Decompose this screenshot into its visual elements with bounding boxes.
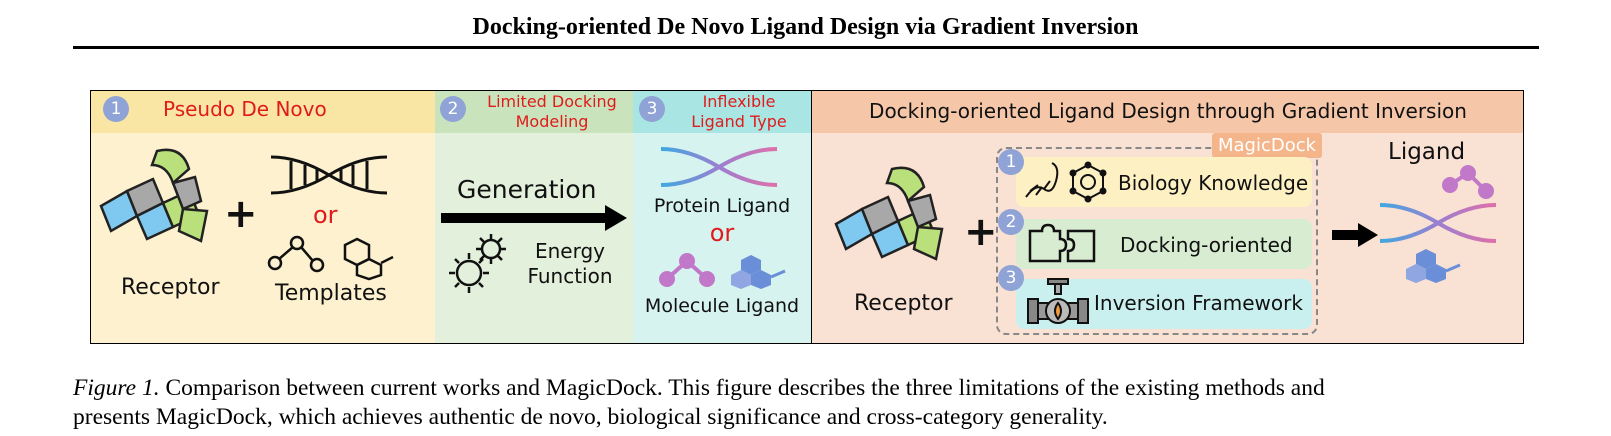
panel1-receptor-label: Receptor: [121, 275, 220, 300]
panel-limited-docking: 2 Limited Docking Modeling Generation En…: [435, 91, 633, 343]
ligand-hexagon-icon: [1406, 249, 1461, 283]
receptor-helix-icon: [99, 148, 209, 243]
panel2-title-line2: Modeling: [515, 112, 589, 131]
generation-arrow: [441, 205, 627, 231]
puzzle-docking-icon: [1028, 223, 1096, 263]
magicdock-container: [996, 147, 1318, 335]
panel2-number-badge: 2: [440, 96, 466, 122]
module-biology-knowledge: [1016, 157, 1312, 207]
panel4-title: Docking-oriented Ligand Design through G…: [869, 99, 1467, 123]
panel1-title: Pseudo De Novo: [163, 97, 327, 121]
valve-icon: [1027, 278, 1089, 324]
panel4-header: Docking-oriented Ligand Design through G…: [812, 91, 1523, 133]
panel3-or-label: or: [709, 219, 735, 247]
panel-magicdock: Docking-oriented Ligand Design through G…: [811, 91, 1523, 343]
plus-sign: +: [224, 191, 258, 237]
panel4-receptor-label: Receptor: [854, 291, 953, 316]
figure-1: 1 Pseudo De Novo +: [90, 90, 1524, 344]
panel3-title: Inflexible Ligand Type: [669, 92, 809, 132]
ligand-label: Ligand: [1388, 139, 1466, 165]
panel4-receptor-helix-icon: [834, 166, 944, 261]
ligand-dna-icon: [1379, 203, 1497, 243]
panel3-title-line2: Ligand Type: [691, 112, 787, 131]
panel3-title-line1: Inflexible: [702, 92, 776, 111]
panel-pseudo-de-novo: 1 Pseudo De Novo +: [91, 91, 435, 343]
panel1-header: 1 Pseudo De Novo: [91, 91, 435, 133]
protein-ligand-label: Protein Ligand: [653, 195, 791, 217]
gears-icon: [449, 234, 506, 293]
energy-line2: Function: [527, 264, 613, 288]
energy-line1: Energy: [534, 239, 606, 263]
molecule-template-icon: [267, 235, 394, 281]
ligand-molecule-icon: [1442, 165, 1494, 199]
panel1-templates-label: Templates: [275, 281, 387, 306]
biology-knowledge-icon: [1025, 161, 1107, 203]
caption-text-line2: presents MagicDock, which achieves authe…: [73, 404, 1108, 430]
panel1-or-label: or: [313, 201, 338, 229]
module3-label: Inversion Framework: [1094, 291, 1303, 315]
figure-caption: Figure 1. Comparison between current wor…: [73, 374, 1543, 432]
molecule-ligand-label: Molecule Ligand: [644, 295, 800, 317]
title-rule: [73, 46, 1539, 49]
panel-inflexible-ligand: 3 Inflexible Ligand Type Protein Ligand …: [633, 91, 811, 343]
module2-number-badge: 2: [998, 209, 1024, 235]
molecule-ligand-icon: [659, 253, 786, 289]
panel3-number-badge: 3: [639, 96, 665, 122]
energy-function-label: Energy Function: [515, 239, 625, 289]
caption-line1: Figure 1. Comparison between current wor…: [73, 374, 1543, 403]
panel2-title: Limited Docking Modeling: [473, 92, 631, 132]
panel3-header: 3 Inflexible Ligand Type: [633, 91, 811, 133]
magicdock-badge: MagicDock: [1212, 133, 1323, 158]
module3-number-badge: 3: [998, 265, 1024, 291]
panel2-title-line1: Limited Docking: [487, 92, 617, 111]
caption-text-line1: Comparison between current works and Mag…: [165, 375, 1325, 401]
dna-template-icon: [270, 155, 388, 195]
running-title: Docking-oriented De Novo Ligand Design v…: [472, 14, 1139, 40]
panel1-number-badge: 1: [103, 96, 129, 122]
panel2-header: 2 Limited Docking Modeling: [435, 91, 633, 133]
output-arrow: [1332, 223, 1378, 247]
module1-number-badge: 1: [998, 149, 1024, 175]
generation-label: Generation: [457, 175, 597, 204]
protein-ligand-dna-icon: [660, 147, 778, 187]
panel4-plus-sign: +: [964, 209, 998, 255]
caption-label: Figure 1.: [73, 375, 160, 401]
module1-label: Biology Knowledge: [1118, 171, 1309, 195]
module2-label: Docking-oriented: [1120, 233, 1293, 257]
